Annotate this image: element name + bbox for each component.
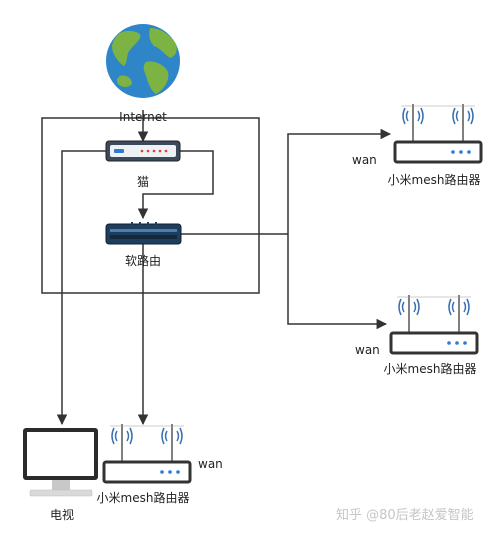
internet-label: Internet [119, 110, 167, 124]
connectors [56, 110, 392, 426]
soft-router-icon [105, 222, 182, 245]
mesh-router-top-icon [393, 102, 483, 164]
globe-icon [106, 24, 180, 98]
mesh-router-bottom-icon [102, 422, 192, 484]
mesh-router-top-label: 小米mesh路由器 [388, 172, 481, 187]
watermark-text: 知乎 @80后老赵爱智能 [336, 507, 474, 523]
modem-icon [105, 140, 181, 162]
modem-label: 猫 [137, 175, 149, 189]
wan-mid-label: wan [355, 343, 380, 357]
mesh-router-bottom-label: 小米mesh路由器 [97, 490, 190, 505]
wan-bottom-label: wan [198, 457, 223, 471]
enclosure-box [41, 117, 260, 294]
mesh-router-mid-icon [389, 293, 479, 355]
tv-label: 电视 [50, 507, 74, 522]
mesh-router-mid-label: 小米mesh路由器 [384, 361, 477, 376]
soft-router-label: 软路由 [125, 253, 161, 268]
monitor-icon [23, 428, 98, 497]
wan-top-label: wan [352, 153, 377, 167]
